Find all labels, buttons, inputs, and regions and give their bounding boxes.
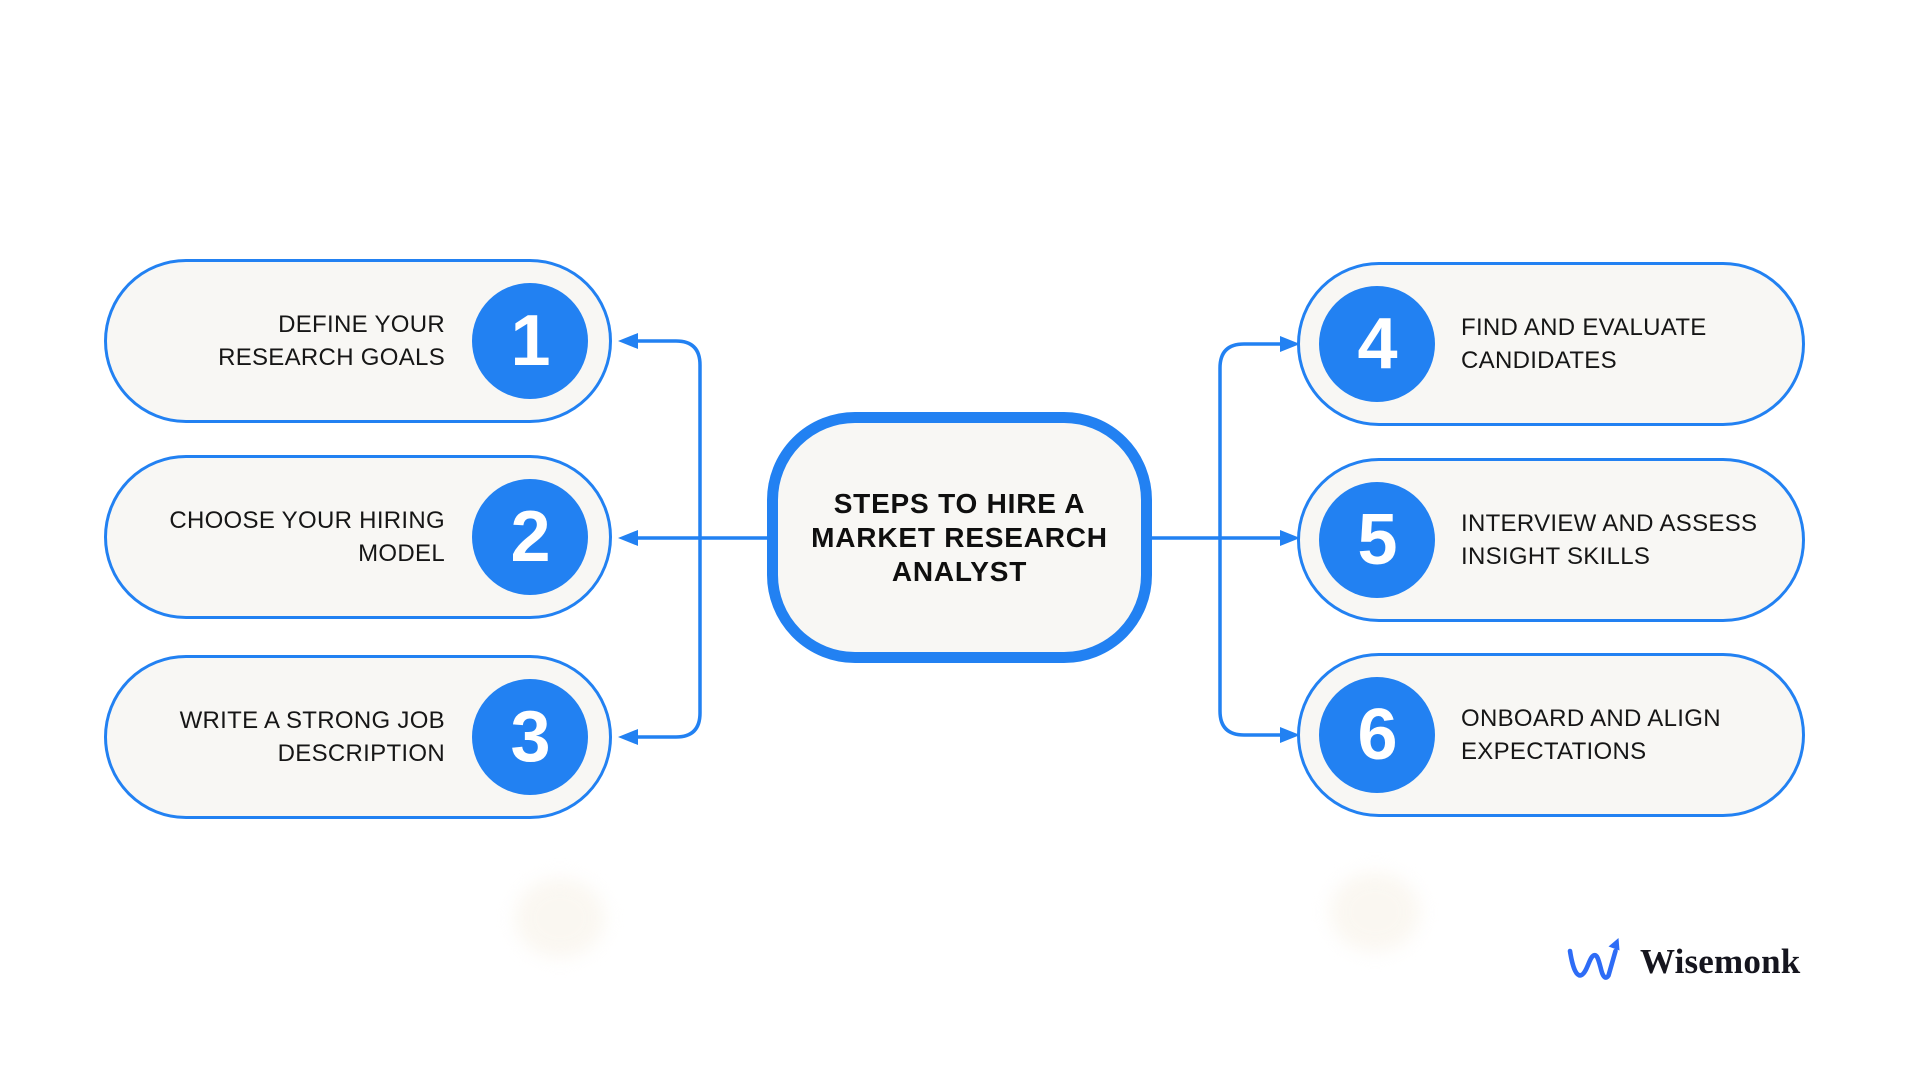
arrowhead-step6 — [1280, 727, 1300, 743]
arrowhead-step1 — [618, 333, 638, 349]
step-2-label-line1: CHOOSE YOUR HIRING — [169, 507, 445, 534]
step-6-label: ONBOARD AND ALIGN EXPECTATIONS — [1461, 702, 1774, 768]
step-3-label-line2: DESCRIPTION — [277, 740, 445, 767]
step-5-label-line2: INSIGHT SKILLS — [1461, 543, 1651, 570]
step-pill-4: 4 FIND AND EVALUATE CANDIDATES — [1297, 262, 1805, 426]
connector-center-to-step6 — [1218, 538, 1282, 737]
wisemonk-logo: Wisemonk — [1566, 930, 1816, 994]
page-title-line3: ANALYST — [891, 555, 1028, 587]
step-1-label-line2: GOALS — [360, 344, 445, 371]
step-3-label: WRITE A STRONG JOB DESCRIPTION — [145, 704, 445, 770]
step-3-label-line1: WRITE A STRONG JOB — [179, 707, 445, 734]
arrowhead-step4 — [1280, 336, 1300, 352]
arrowhead-step5 — [1280, 530, 1300, 546]
step-pill-6: 6 ONBOARD AND ALIGN EXPECTATIONS — [1297, 653, 1805, 817]
arrowhead-step2 — [618, 530, 638, 546]
step-1-number: 1 — [510, 301, 550, 381]
watermark-ghost-left — [515, 878, 605, 958]
step-5-number-badge: 5 — [1319, 482, 1435, 598]
step-3-number-badge: 3 — [472, 679, 588, 795]
step-pill-1: DEFINE YOUR RESEARCH GOALS 1 — [104, 259, 612, 423]
step-1-number-badge: 1 — [472, 283, 588, 399]
step-2-number-badge: 2 — [472, 479, 588, 595]
step-6-number: 6 — [1357, 695, 1397, 775]
step-5-label-line1: INTERVIEW AND ASSESS — [1461, 510, 1758, 537]
wisemonk-logo-text: Wisemonk — [1640, 942, 1801, 981]
step-pill-3: WRITE A STRONG JOB DESCRIPTION 3 — [104, 655, 612, 819]
arrowhead-step3 — [618, 729, 638, 745]
wave-arrow-up-icon — [1567, 938, 1620, 980]
watermark-ghost-right — [1330, 872, 1420, 952]
page-title: STEPS TO HIRE A MARKET RESEARCH ANALYST — [811, 487, 1108, 589]
step-4-number: 4 — [1357, 304, 1397, 384]
step-3-number: 3 — [510, 697, 550, 777]
step-4-number-badge: 4 — [1319, 286, 1435, 402]
step-6-label-line2: EXPECTATIONS — [1461, 738, 1647, 765]
page-title-line2: MARKET RESEARCH — [811, 521, 1108, 553]
step-2-label-line2: MODEL — [358, 540, 445, 567]
connector-center-to-step4 — [1218, 342, 1282, 538]
center-title-box: STEPS TO HIRE A MARKET RESEARCH ANALYST — [767, 412, 1152, 663]
step-2-number: 2 — [510, 497, 550, 577]
step-pill-2: CHOOSE YOUR HIRING MODEL 2 — [104, 455, 612, 619]
page-title-line1: STEPS TO HIRE A — [833, 487, 1086, 519]
step-4-label-line1: FIND AND EVALUATE — [1461, 314, 1707, 341]
step-5-label: INTERVIEW AND ASSESS INSIGHT SKILLS — [1461, 507, 1774, 573]
step-6-label-line1: ONBOARD AND ALIGN — [1461, 705, 1721, 732]
step-2-label: CHOOSE YOUR HIRING MODEL — [145, 504, 445, 570]
step-4-label-line2: CANDIDATES — [1461, 347, 1617, 374]
step-pill-5: 5 INTERVIEW AND ASSESS INSIGHT SKILLS — [1297, 458, 1805, 622]
step-4-label: FIND AND EVALUATE CANDIDATES — [1461, 311, 1774, 377]
step-6-number-badge: 6 — [1319, 677, 1435, 793]
step-5-number: 5 — [1357, 500, 1397, 580]
connector-center-to-step3 — [636, 538, 702, 739]
step-1-label: DEFINE YOUR RESEARCH GOALS — [145, 308, 445, 374]
connector-center-to-step1 — [636, 339, 702, 538]
step-1-label-line1: DEFINE YOUR RESEARCH — [218, 311, 445, 371]
